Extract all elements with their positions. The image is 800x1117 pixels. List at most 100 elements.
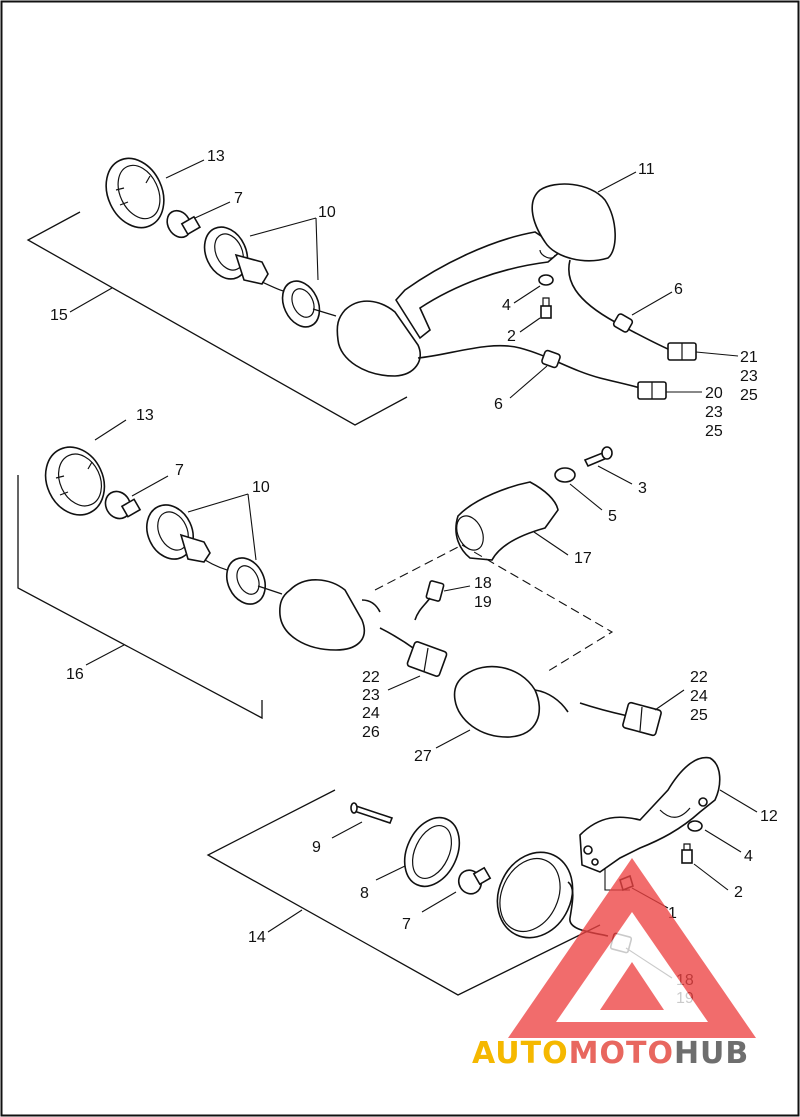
lens-ring-13-mid bbox=[44, 446, 106, 516]
leader-6a bbox=[631, 291, 673, 316]
leader-14 bbox=[267, 909, 303, 933]
leader-12 bbox=[719, 789, 758, 813]
callout-2a: 2 bbox=[507, 328, 516, 345]
connector-22-26 bbox=[406, 641, 448, 677]
callout-7c: 7 bbox=[402, 916, 411, 933]
watermark-hub: HUB bbox=[674, 1036, 749, 1071]
leader-10b bbox=[187, 493, 257, 561]
leader-27 bbox=[435, 729, 471, 749]
connector-27 bbox=[622, 701, 662, 737]
grommet-6-top-a bbox=[612, 313, 634, 333]
watermark-triangle-core bbox=[600, 962, 664, 1010]
grommet-6-top-b bbox=[541, 349, 561, 369]
group-bracket-16 bbox=[17, 475, 263, 720]
leader-17 bbox=[533, 531, 569, 556]
leader-2a bbox=[519, 317, 541, 333]
dashed-alternative bbox=[374, 544, 614, 674]
bulb-7-bottom bbox=[457, 866, 492, 895]
callout-12: 12 bbox=[760, 808, 778, 825]
callout-25b: 25 bbox=[705, 423, 723, 440]
socket-10-top bbox=[203, 226, 296, 295]
watermark-logo bbox=[508, 858, 756, 1038]
leader-8 bbox=[375, 865, 406, 881]
leader-5 bbox=[569, 483, 603, 511]
leader-4a bbox=[513, 285, 541, 304]
connector-18-19-mid bbox=[414, 580, 445, 621]
wire-mid-left bbox=[361, 599, 381, 613]
bulb-7-mid bbox=[104, 490, 142, 520]
leader-16 bbox=[85, 644, 125, 666]
washer-4-top bbox=[538, 274, 554, 286]
leader-7a bbox=[194, 201, 231, 219]
group-bracket-15 bbox=[26, 211, 408, 426]
watermark-moto: MOTO bbox=[569, 1036, 674, 1071]
callout-7b: 7 bbox=[175, 462, 184, 479]
callout-2b: 2 bbox=[734, 884, 743, 901]
washer-5 bbox=[554, 467, 576, 483]
callout-24a: 24 bbox=[362, 705, 380, 722]
callout-26: 26 bbox=[362, 724, 380, 741]
leader-22b bbox=[654, 689, 685, 711]
leader-4b bbox=[704, 829, 742, 853]
callout-17: 17 bbox=[574, 550, 592, 567]
leader-11 bbox=[597, 171, 637, 193]
lamp-housing-mid-left bbox=[279, 579, 365, 651]
callout-7a: 7 bbox=[234, 190, 243, 207]
leader-2b bbox=[693, 863, 729, 891]
leader-10a bbox=[249, 217, 319, 281]
callout-22b: 22 bbox=[690, 669, 708, 686]
bolt-3 bbox=[583, 446, 613, 468]
leader-7c bbox=[421, 891, 457, 913]
lens-ring-13 bbox=[105, 157, 165, 229]
grommet-10-top bbox=[281, 280, 337, 328]
lamp-housing-bottom bbox=[496, 851, 574, 939]
leader-7b bbox=[131, 475, 169, 497]
callout-23b: 23 bbox=[705, 404, 723, 421]
callout-25c: 25 bbox=[690, 707, 708, 724]
assembly-middle bbox=[17, 419, 685, 749]
wire-27 bbox=[534, 689, 569, 713]
bolt-2-top bbox=[540, 297, 552, 319]
callout-13b: 13 bbox=[136, 407, 154, 424]
wire-mid-right bbox=[379, 627, 417, 651]
watermark-text: AUTOMOTOHUB bbox=[472, 1036, 749, 1071]
callout-20: 20 bbox=[705, 385, 723, 402]
callout-13a: 13 bbox=[207, 148, 225, 165]
watermark-auto: AUTO bbox=[472, 1036, 569, 1071]
leader-15 bbox=[69, 287, 113, 313]
callout-21: 21 bbox=[740, 349, 758, 366]
callout-10a: 10 bbox=[318, 204, 336, 221]
grommet-10-mid bbox=[225, 557, 283, 605]
callout-18a: 18 bbox=[474, 575, 492, 592]
leader-6b bbox=[509, 365, 548, 399]
mount-arm-17 bbox=[455, 481, 559, 561]
leader-9 bbox=[331, 821, 363, 839]
leader-22a bbox=[387, 675, 421, 691]
callout-4b: 4 bbox=[744, 848, 753, 865]
leader-13a bbox=[165, 159, 205, 179]
connector-top-b bbox=[637, 381, 667, 400]
assembly-top bbox=[26, 157, 739, 426]
callout-14: 14 bbox=[248, 929, 266, 946]
callout-23a: 23 bbox=[740, 368, 758, 385]
bulb-7-top bbox=[166, 209, 202, 239]
assembly-bottom bbox=[206, 756, 758, 996]
callout-11: 11 bbox=[638, 161, 655, 178]
callout-4a: 4 bbox=[502, 297, 511, 314]
wire-27-b bbox=[579, 702, 629, 717]
callout-25a: 25 bbox=[740, 387, 758, 404]
callout-3: 3 bbox=[638, 480, 647, 497]
callout-23c: 23 bbox=[362, 687, 380, 704]
socket-10-mid bbox=[146, 504, 236, 573]
leader-13b bbox=[94, 419, 127, 441]
wire-top-right bbox=[568, 259, 671, 351]
lamp-housing-27 bbox=[453, 665, 540, 738]
leader-21 bbox=[695, 351, 739, 357]
group-bracket-14 bbox=[206, 789, 601, 996]
bolt-2-bottom bbox=[681, 843, 693, 864]
callout-6a: 6 bbox=[674, 281, 683, 298]
callout-19a: 19 bbox=[474, 594, 492, 611]
callout-5: 5 bbox=[608, 508, 617, 525]
